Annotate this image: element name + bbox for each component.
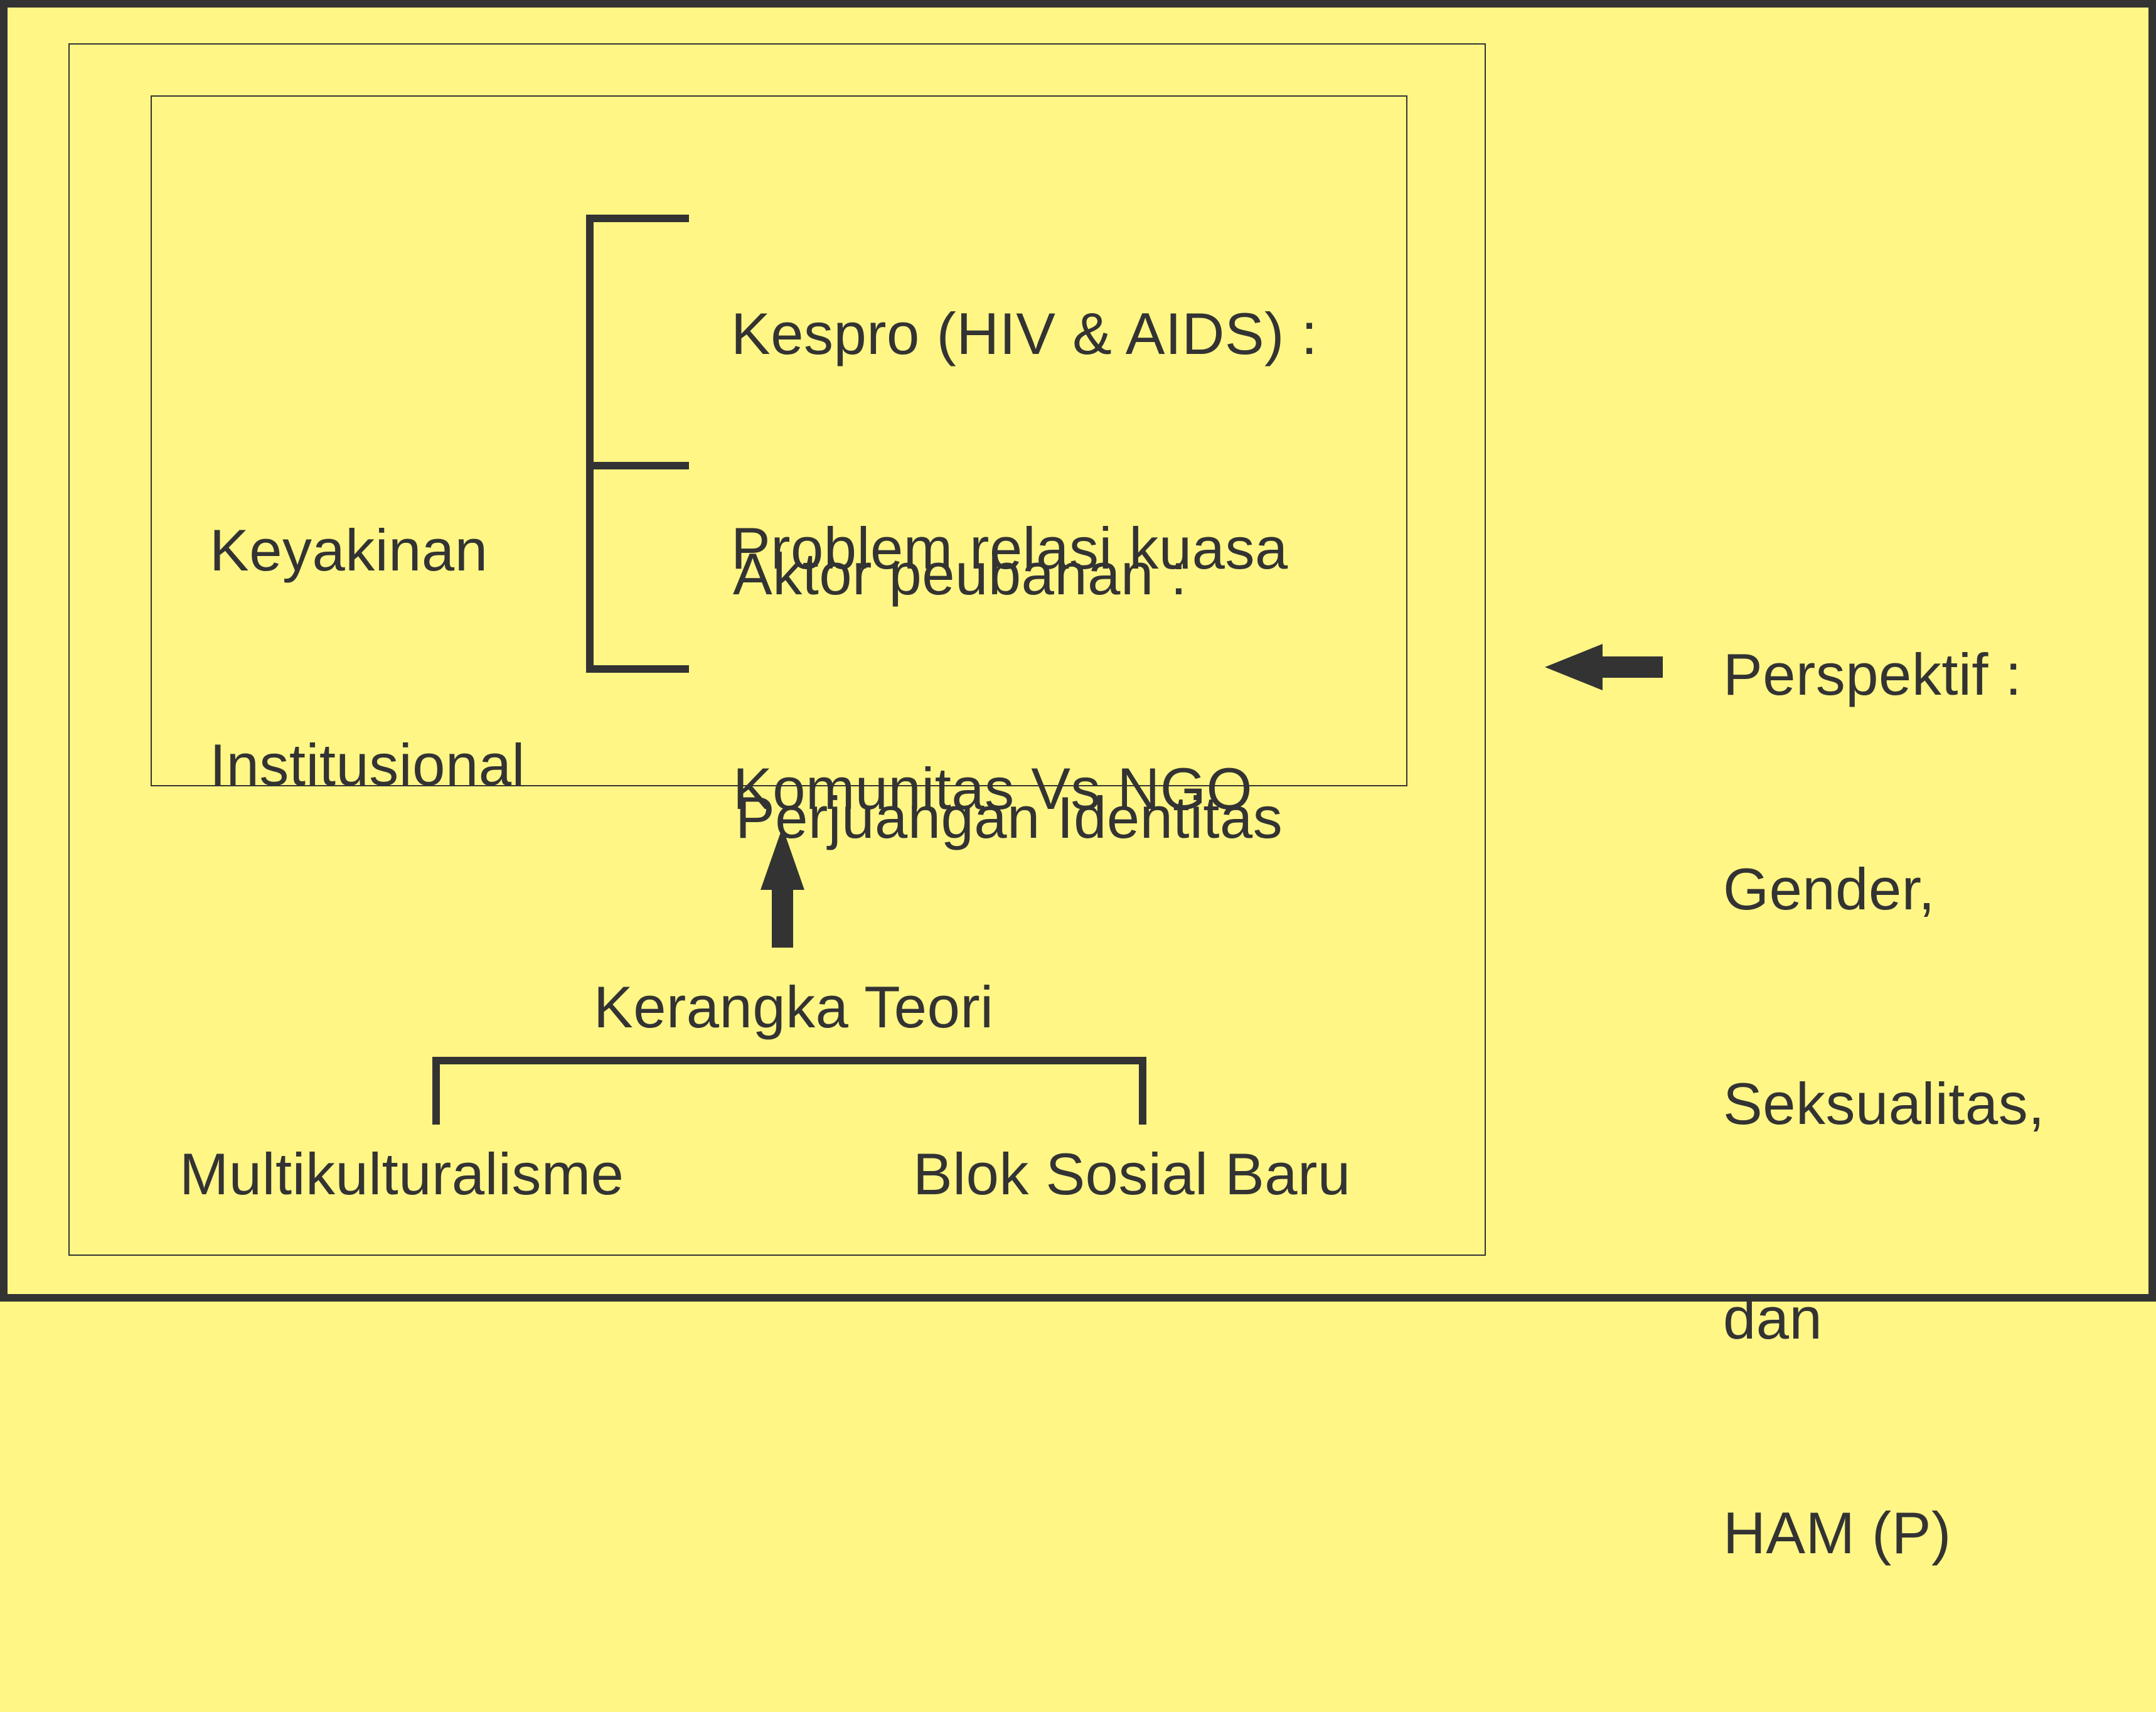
up-arrow (760, 827, 804, 948)
diagram-lines (0, 0, 2156, 1302)
perspective-line: Seksualitas, (1723, 1071, 2045, 1137)
theory-label: Kerangka Teori (594, 974, 994, 1040)
branch-line: Problem relasi kuasa (731, 515, 1288, 581)
branch-aktor: Aktor peubahan : Komunitas Vs NGO (733, 395, 1252, 968)
branch-perjuangan: Perjuangan Identitas (735, 639, 1283, 997)
perspective-line: HAM (P) (1723, 1500, 1951, 1566)
perspective-line: Perspektif : (1723, 641, 2022, 707)
outer-border (0, 0, 2156, 1302)
theory-bracket (432, 1057, 1146, 1125)
central-concept-line: Institusional (210, 732, 525, 798)
perspective: Perspektif : Gender, Seksualitas, dan HA… (1723, 496, 2045, 1712)
theory-right: Blok Sosial Baru (913, 1141, 1351, 1207)
central-concept: Keyakinan Institusional (210, 372, 525, 944)
branch-line: Kespro (HIV & AIDS) : (731, 301, 1318, 366)
institutional-box (151, 95, 1407, 786)
context-frame (68, 43, 1486, 1256)
branch-line: Aktor peubahan : (733, 541, 1187, 607)
perspective-line: Gender, (1723, 856, 1935, 922)
perspective-line: dan (1723, 1285, 1823, 1351)
branch-line: Perjuangan Identitas (735, 784, 1283, 850)
branch-line: Komunitas Vs NGO (733, 756, 1253, 821)
theory-left: Multikulturalisme (179, 1141, 624, 1207)
left-arrow (1545, 644, 1663, 690)
branch-kespro: Kespro (HIV & AIDS) : Problem relasi kua… (731, 155, 1318, 727)
branch-bracket (586, 215, 689, 673)
diagram-canvas: Keyakinan Institusional Kespro (HIV & AI… (0, 0, 2156, 1566)
central-concept-line: Keyakinan (210, 517, 488, 583)
